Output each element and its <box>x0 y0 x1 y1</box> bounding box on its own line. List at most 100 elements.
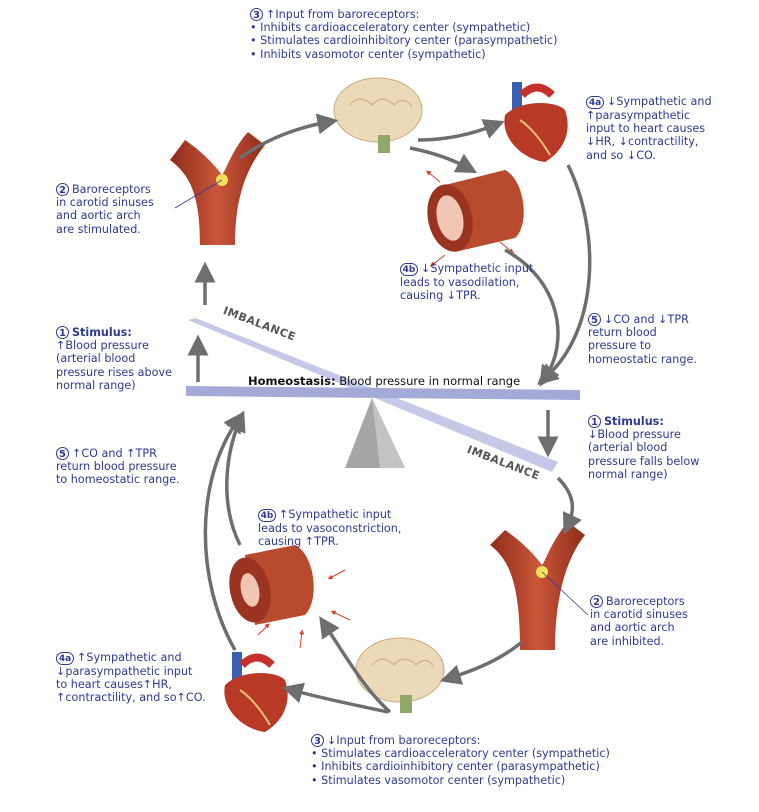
text-line: in carotid sinuses <box>590 608 688 621</box>
step-heading: Stimulus: <box>604 415 664 428</box>
text-line: return blood pressure <box>56 460 180 473</box>
vessel-constricted <box>229 545 351 649</box>
line-text: normal range) <box>56 378 136 392</box>
line-text: ↓Input from baroreceptors: <box>327 734 481 747</box>
text-line: • Inhibits vasomotor center (sympathetic… <box>250 48 557 61</box>
blood-vessel-top <box>170 132 265 245</box>
line-text: ↑CO and ↑TPR <box>72 447 157 460</box>
flow-arrows <box>187 113 592 714</box>
line-text: causing ↓TPR. <box>400 289 481 303</box>
line-text: • Stimulates vasomotor center (sympathet… <box>311 773 566 787</box>
text-line: 3↑Input from baroreceptors: <box>250 8 557 21</box>
step-number-badge: 3 <box>250 8 263 21</box>
homeostasis-label: Homeostasis: Blood pressure in normal ra… <box>248 374 520 388</box>
text-line: causing ↑TPR. <box>258 535 401 548</box>
line-text: ↑Sympathetic input <box>279 508 392 521</box>
text-line: are stimulated. <box>56 223 154 236</box>
line-text: (arterial blood <box>56 352 136 366</box>
text-line: ↑contractility, and so↑CO. <box>56 691 206 704</box>
line-text: causing ↑TPR. <box>258 535 339 549</box>
vessel-dilated <box>426 170 524 267</box>
line-text: and so ↓CO. <box>586 148 656 162</box>
step-number-badge: 1 <box>588 415 601 428</box>
line-text: ↑parasympathetic <box>586 109 691 122</box>
text-line: 4a↓Sympathetic and <box>586 95 712 109</box>
text-line: 4a↑Sympathetic and <box>56 651 206 665</box>
seesaw-beam-level <box>186 386 580 400</box>
line-text: homeostatic range. <box>588 352 697 366</box>
text-line: to heart causes↑HR, <box>56 678 206 691</box>
text-line: ↓parasympathetic input <box>56 665 206 678</box>
line-text: ↓Blood pressure <box>588 428 681 442</box>
step-number-badge: 4a <box>56 652 74 665</box>
arrow-vessel-to-brain-bottom <box>439 640 524 685</box>
bottom-step3-text: 3↓Input from baroreceptors:• Stimulates … <box>311 734 610 787</box>
line-text: ↑Sympathetic and <box>77 651 182 664</box>
line-text: Baroreceptors <box>72 183 151 196</box>
line-text: ↑Blood pressure <box>56 339 149 353</box>
text-line: normal range) <box>588 468 699 481</box>
line-text: ↑Input from baroreceptors: <box>266 8 420 21</box>
line-text: pressure falls below <box>588 454 700 468</box>
step-number-badge: 4a <box>586 96 604 109</box>
text-line: homeostatic range. <box>588 353 697 366</box>
arrow-tube-to-seesaw-bottom <box>225 410 246 546</box>
text-line: leads to vasoconstriction, <box>258 522 401 535</box>
line-text: • Inhibits vasomotor center (sympathetic… <box>250 47 486 61</box>
text-line: normal range) <box>56 379 172 392</box>
line-text: leads to vasodilation, <box>400 276 520 289</box>
text-line: input to heart causes <box>586 122 712 135</box>
blood-vessel-bottom <box>490 522 589 650</box>
text-line: (arterial blood <box>56 352 172 365</box>
text-line: leads to vasodilation, <box>400 276 533 289</box>
arrow-to-vessel-bottom <box>556 476 582 535</box>
line-text: • Stimulates cardioinhibitory center (pa… <box>250 34 558 48</box>
line-text: ↓Sympathetic input <box>421 262 534 275</box>
line-text: in carotid sinuses <box>590 608 688 622</box>
text-line: ↓Blood pressure <box>588 428 699 441</box>
text-line: in carotid sinuses <box>56 196 154 209</box>
text-line: • Stimulates cardioacceleratory center (… <box>311 747 610 760</box>
line-text: ↓CO and ↓TPR <box>604 313 689 326</box>
text-line: pressure falls below <box>588 455 699 468</box>
text-line: ↑Blood pressure <box>56 339 172 352</box>
line-text: ↑contractility, and so↑CO. <box>56 691 206 705</box>
line-text: return blood pressure <box>56 460 177 474</box>
line-text: ↓Sympathetic and <box>607 95 712 108</box>
step-number-badge: 5 <box>56 447 69 460</box>
line-text: and aortic arch <box>590 621 675 635</box>
line-text: are stimulated. <box>56 222 141 236</box>
arrow-brain-to-tube-bottom <box>319 616 392 714</box>
arrow-brain-to-heart <box>417 119 505 142</box>
line-text: (arterial blood <box>588 441 668 455</box>
heart-top <box>504 82 568 162</box>
line-text: to heart causes↑HR, <box>56 678 172 692</box>
arrow-tube-to-seesaw <box>504 248 560 387</box>
text-line: 5↑CO and ↑TPR <box>56 447 180 460</box>
step-heading: Stimulus: <box>72 326 132 339</box>
text-line: 5↓CO and ↓TPR <box>588 313 697 326</box>
step-number-badge: 2 <box>590 595 603 608</box>
step-number-badge: 4b <box>400 263 418 276</box>
homeostasis-title: Homeostasis: <box>248 374 336 388</box>
arrow-heart-to-seesaw-bottom <box>203 411 245 651</box>
text-line: 3↓Input from baroreceptors: <box>311 734 610 747</box>
line-text: to homeostatic range. <box>56 473 180 487</box>
line-text: pressure to <box>588 339 652 353</box>
heart-bottom <box>224 652 288 732</box>
line-text: Baroreceptors <box>606 595 685 608</box>
line-text: in carotid sinuses <box>56 196 154 210</box>
text-line: and aortic arch <box>590 621 688 634</box>
line-text: and aortic arch <box>56 209 141 223</box>
line-text: • Inhibits cardioinhibitory center (para… <box>311 760 600 774</box>
line-text: normal range) <box>588 467 668 481</box>
arrow-brain-to-tube <box>409 146 478 174</box>
